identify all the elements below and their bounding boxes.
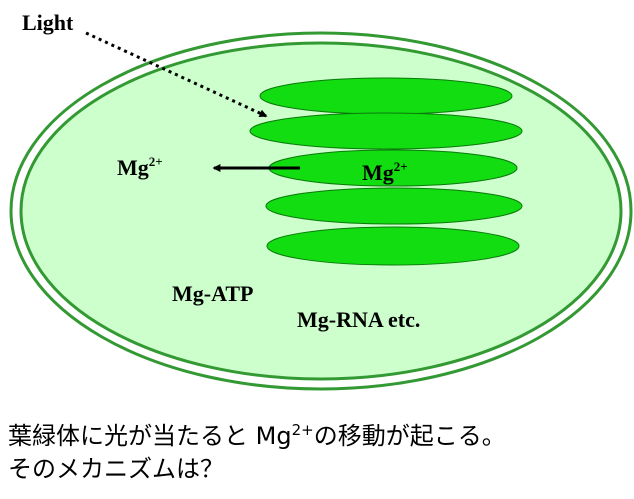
mg-inner-label: Mg2+ [362, 159, 408, 185]
caption-line-1: 葉緑体に光が当たると Mg2+の移動が起こる。 [8, 421, 506, 450]
mg-rna-label: Mg-RNA etc. [297, 307, 420, 332]
thylakoid-disc [249, 112, 523, 150]
thylakoid-disc [266, 226, 520, 266]
light-label: Light [22, 10, 74, 35]
thylakoid-disc [265, 187, 523, 225]
mg-atp-label: Mg-ATP [172, 281, 253, 306]
mg-outer-label: Mg2+ [117, 154, 163, 180]
thylakoid-disc [259, 77, 513, 115]
granum-stack [249, 77, 523, 266]
light-arrow [85, 31, 268, 118]
caption-line-2: そのメカニズムは？ [8, 455, 224, 483]
caption: 葉緑体に光が当たると Mg2+の移動が起こる。 そのメカニズムは？ [8, 420, 628, 486]
